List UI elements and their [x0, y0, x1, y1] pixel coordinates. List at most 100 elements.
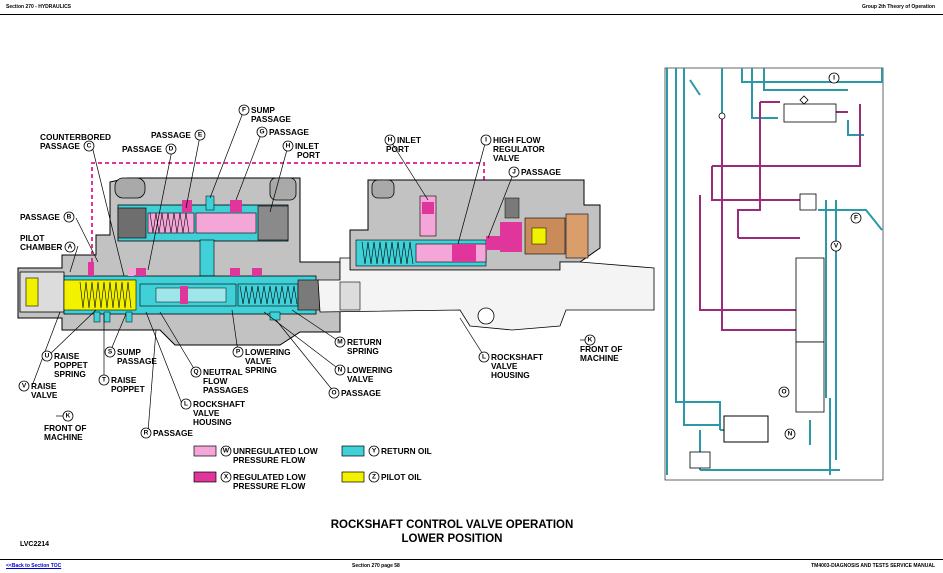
callout-F: F SUMP PASSAGE: [238, 104, 291, 124]
svg-text:PILOT: PILOT: [20, 233, 44, 243]
svg-text:O: O: [331, 390, 336, 397]
svg-text:RAISE: RAISE: [111, 375, 137, 385]
callout-A: PILOT CHAMBER A: [20, 233, 76, 253]
svg-text:G: G: [259, 129, 264, 136]
svg-text:PASSAGE: PASSAGE: [122, 144, 162, 154]
schematic-ref-V: V: [830, 240, 842, 252]
legend-item-pilot: Z PILOT OIL: [341, 471, 422, 483]
svg-text:O: O: [781, 389, 786, 396]
svg-text:PORT: PORT: [297, 150, 320, 160]
footer-rule: [0, 559, 943, 560]
svg-text:PASSAGE: PASSAGE: [151, 130, 191, 140]
svg-text:F: F: [854, 215, 858, 222]
svg-text:W: W: [223, 448, 230, 455]
callout-J: J PASSAGE: [508, 166, 561, 178]
svg-text:PASSAGE: PASSAGE: [40, 141, 80, 151]
svg-text:VALVE: VALVE: [245, 356, 272, 366]
svg-text:Y: Y: [372, 448, 377, 455]
manual-name: TM4003-DIAGNOSIS AND TESTS SERVICE MANUA…: [811, 563, 935, 569]
svg-text:P: P: [236, 349, 241, 356]
callout-K-left: K FRONT OF MACHINE: [44, 410, 86, 442]
header-rule: [0, 14, 943, 15]
legend: W UNREGULATED LOW PRESSURE FLOW X REGULA…: [193, 445, 432, 491]
callout-U: U RAISE POPPET SPRING: [41, 350, 88, 379]
svg-text:PRESSURE FLOW: PRESSURE FLOW: [233, 481, 306, 491]
svg-text:N: N: [788, 431, 793, 438]
svg-text:H: H: [286, 143, 291, 150]
svg-text:N: N: [338, 367, 343, 374]
callout-G: G PASSAGE: [256, 126, 309, 138]
callout-L-left: L ROCKSHAFT VALVE HOUSING: [180, 398, 245, 427]
callout-L-right: L ROCKSHAFT VALVE HOUSING: [478, 351, 543, 380]
legend-item-unregulated: W UNREGULATED LOW PRESSURE FLOW: [193, 445, 318, 465]
high-flow-regulator-body: [317, 179, 655, 331]
svg-text:FLOW: FLOW: [203, 376, 228, 386]
svg-text:K: K: [66, 413, 71, 420]
svg-text:HIGH FLOW: HIGH FLOW: [493, 135, 541, 145]
svg-text:PASSAGE: PASSAGE: [341, 388, 381, 398]
figure-title-line2: LOWER POSITION: [402, 533, 503, 545]
svg-text:Q: Q: [193, 369, 198, 376]
svg-text:D: D: [169, 146, 174, 153]
svg-text:POPPET: POPPET: [54, 360, 88, 370]
callout-S: S SUMP PASSAGE: [104, 346, 157, 366]
svg-text:VALVE: VALVE: [491, 361, 518, 371]
svg-text:F: F: [242, 107, 246, 114]
svg-text:V: V: [834, 243, 839, 250]
svg-text:REGULATOR: REGULATOR: [493, 144, 545, 154]
callout-N: N LOWERING VALVE: [334, 364, 393, 384]
rockshaft-valve-left: [17, 177, 341, 346]
svg-text:COUNTERBORED: COUNTERBORED: [40, 132, 111, 142]
svg-text:MACHINE: MACHINE: [44, 432, 83, 442]
svg-text:PASSAGES: PASSAGES: [203, 385, 249, 395]
svg-text:VALVE: VALVE: [493, 153, 520, 163]
svg-text:U: U: [45, 353, 50, 360]
svg-text:K: K: [588, 337, 593, 344]
svg-text:V: V: [22, 383, 27, 390]
svg-text:VALVE: VALVE: [193, 408, 220, 418]
svg-text:C: C: [87, 143, 92, 150]
page-header: Section 270 - HYDRAULICS Group 2th Theor…: [0, 0, 943, 14]
leader-lines: [31, 109, 590, 433]
callout-I: I HIGH FLOW REGULATOR VALVE: [480, 134, 545, 163]
callout-V-left: V RAISE VALVE: [18, 380, 58, 400]
svg-text:PASSAGE: PASSAGE: [117, 356, 157, 366]
svg-text:PASSAGE: PASSAGE: [521, 167, 561, 177]
schematic-ref-I: I: [828, 72, 840, 84]
svg-text:S: S: [108, 349, 113, 356]
svg-text:SUMP: SUMP: [117, 347, 141, 357]
svg-text:I: I: [833, 75, 835, 82]
svg-text:HOUSING: HOUSING: [491, 370, 530, 380]
callout-T: T RAISE POPPET: [98, 374, 145, 394]
svg-text:REGULATED LOW: REGULATED LOW: [233, 472, 306, 482]
svg-text:PORT: PORT: [386, 144, 409, 154]
header-right: Group 2th Theory of Operation: [861, 4, 935, 10]
hydraulic-schematic: [664, 67, 884, 481]
callout-M: M RETURN SPRING: [334, 336, 382, 356]
page-number: Section 270 page 58: [352, 563, 400, 569]
svg-text:VALVE: VALVE: [31, 390, 58, 400]
figure-ref: LVC2214: [20, 541, 49, 548]
svg-text:RETURN: RETURN: [347, 337, 382, 347]
svg-text:SPRING: SPRING: [245, 365, 277, 375]
svg-text:T: T: [102, 377, 106, 384]
svg-text:L: L: [482, 354, 486, 361]
figure-title-line1: ROCKSHAFT CONTROL VALVE OPERATION: [331, 519, 574, 531]
callout-P: P LOWERING VALVE SPRING: [232, 346, 291, 375]
svg-text:A: A: [68, 244, 73, 251]
header-left: Section 270 - HYDRAULICS: [6, 4, 72, 10]
callout-K-right: K FRONT OF MACHINE: [580, 334, 622, 363]
callout-E: PASSAGE E: [151, 129, 206, 141]
svg-text:FRONT OF: FRONT OF: [580, 344, 622, 354]
schematic-ref-F: F: [850, 212, 862, 224]
svg-text:INLET: INLET: [295, 141, 319, 151]
svg-text:RAISE: RAISE: [54, 351, 80, 361]
svg-text:ROCKSHAFT: ROCKSHAFT: [491, 352, 543, 362]
page-footer: <<Back to Section TOC Section 270 page 5…: [0, 560, 943, 572]
svg-text:PASSAGE: PASSAGE: [251, 114, 291, 124]
back-to-toc-link[interactable]: <<Back to Section TOC: [6, 563, 62, 569]
svg-text:Z: Z: [372, 474, 376, 481]
svg-text:E: E: [198, 132, 203, 139]
legend-item-regulated: X REGULATED LOW PRESSURE FLOW: [193, 471, 306, 491]
